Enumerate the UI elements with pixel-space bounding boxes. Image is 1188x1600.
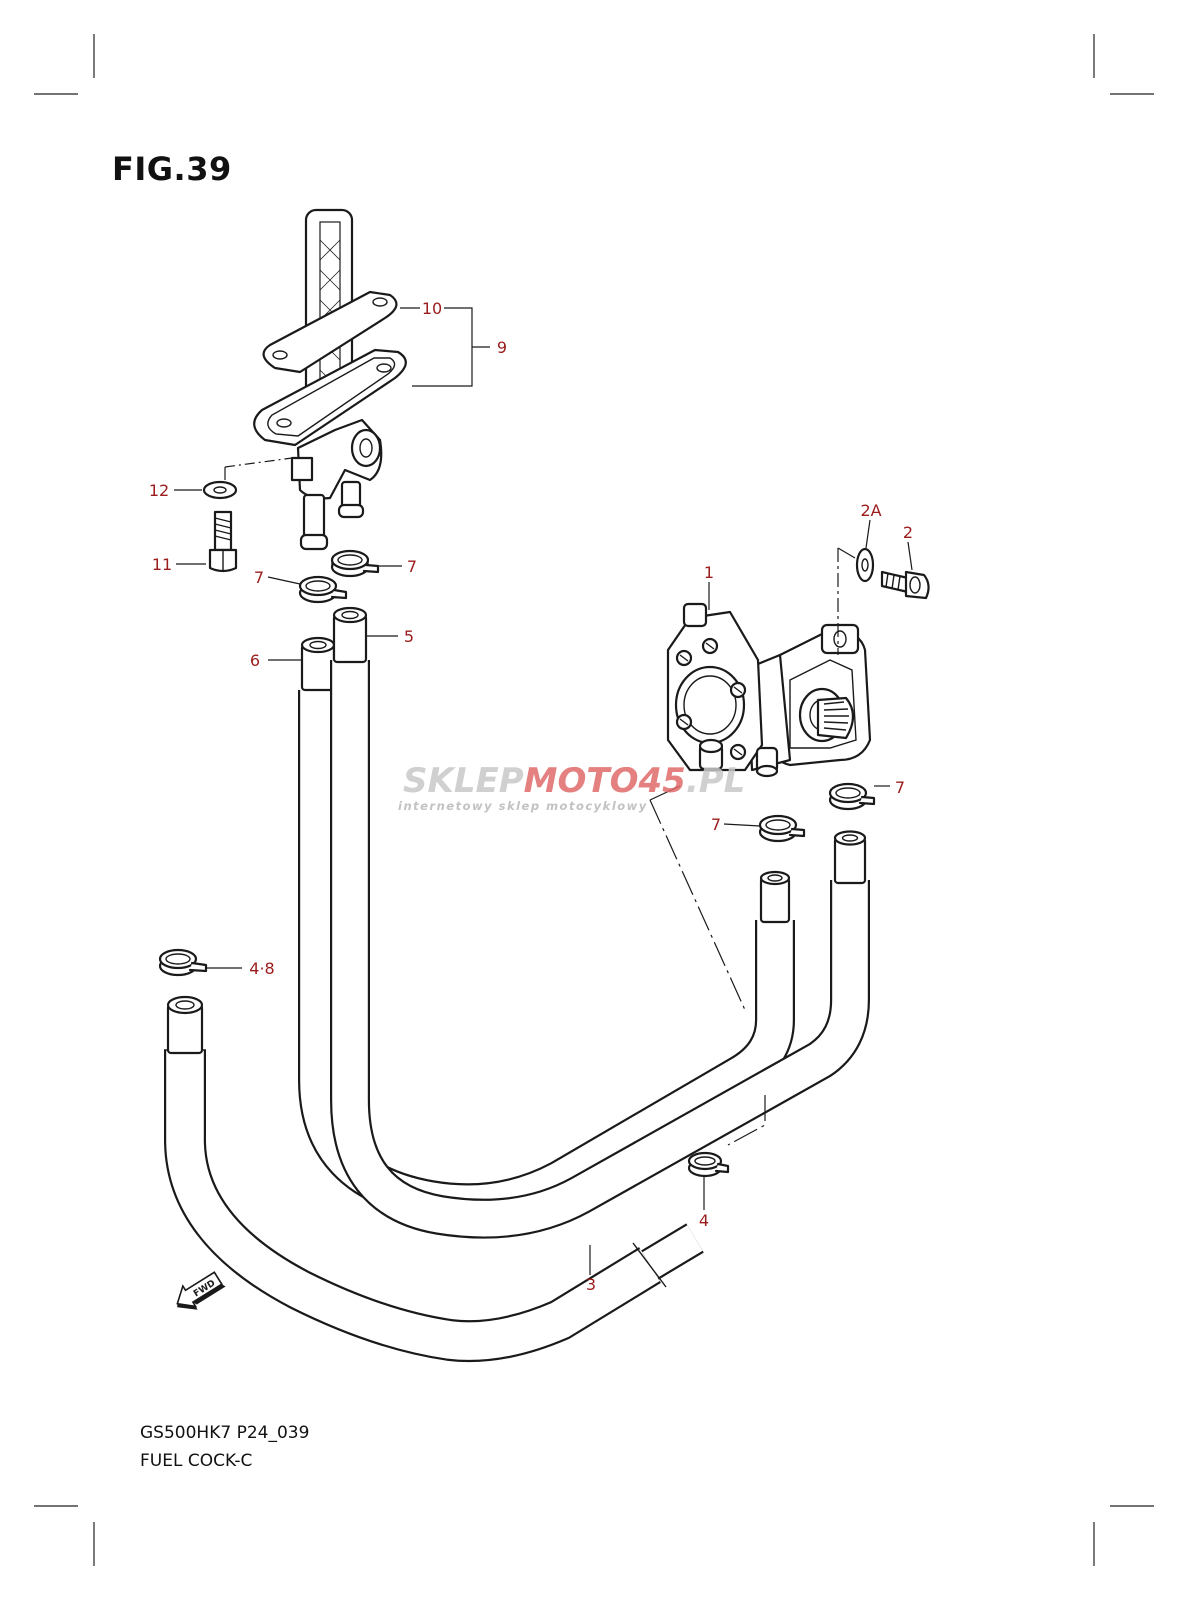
callout-7-upper-right: 7 bbox=[407, 557, 417, 576]
clamp-7-mid-right bbox=[828, 782, 876, 811]
callout-7-mid-left: 7 bbox=[711, 815, 721, 834]
callout-1: 1 bbox=[704, 563, 714, 582]
callout-4-8: 4·8 bbox=[249, 959, 274, 978]
figure-title: FIG.39 bbox=[112, 150, 232, 188]
watermark-brand-mid: MOTO bbox=[524, 761, 639, 801]
clamp-4 bbox=[687, 1151, 730, 1178]
callout-6: 6 bbox=[250, 651, 260, 670]
callout-12: 12 bbox=[149, 481, 169, 500]
callout-7-upper-left: 7 bbox=[254, 568, 264, 587]
clamp-4-8 bbox=[158, 948, 208, 977]
bolt-2 bbox=[880, 570, 930, 600]
watermark-tagline: internetowy sklep motocyklowy bbox=[398, 799, 648, 813]
bolt-11 bbox=[208, 510, 238, 573]
fuel-cock-pickup bbox=[253, 208, 407, 551]
callout-11: 11 bbox=[152, 555, 172, 574]
callout-leaders bbox=[174, 307, 913, 1275]
callout-labels: 10 9 12 11 7 7 5 6 1 2A 2 7 7 4·8 4 3 bbox=[149, 299, 913, 1294]
hose-5 bbox=[330, 606, 870, 1239]
callout-4: 4 bbox=[699, 1211, 709, 1230]
clamp-7-mid-left bbox=[758, 814, 806, 843]
clamp-7-upper-right bbox=[330, 549, 380, 578]
section-name: FUEL COCK-C bbox=[140, 1451, 253, 1471]
fuel-pump bbox=[666, 602, 872, 778]
watermark-brand-left: SKLEP bbox=[403, 761, 524, 801]
crop-marks bbox=[34, 34, 1154, 1566]
callout-2a: 2A bbox=[860, 501, 881, 520]
washer-12 bbox=[202, 457, 293, 500]
callout-7-mid-right: 7 bbox=[895, 778, 905, 797]
watermark: SKLEPMOTO45.PL internetowy sklep motocyk… bbox=[398, 761, 745, 813]
callout-3: 3 bbox=[586, 1275, 596, 1294]
hose-3 bbox=[164, 995, 704, 1363]
callout-10: 10 bbox=[422, 299, 442, 318]
washer-2a bbox=[855, 547, 875, 583]
clamp-7-upper-left bbox=[298, 575, 348, 604]
svg-text:SKLEPMOTO45.PL: SKLEPMOTO45.PL bbox=[403, 761, 745, 801]
fwd-arrow-icon: FWD bbox=[176, 1271, 226, 1310]
callout-5: 5 bbox=[404, 627, 414, 646]
callout-9: 9 bbox=[497, 338, 507, 357]
watermark-brand-box: 45 bbox=[638, 761, 686, 801]
callout-2: 2 bbox=[903, 523, 913, 542]
watermark-brand-right: .PL bbox=[686, 761, 746, 801]
model-code: GS500HK7 P24_039 bbox=[140, 1423, 310, 1443]
